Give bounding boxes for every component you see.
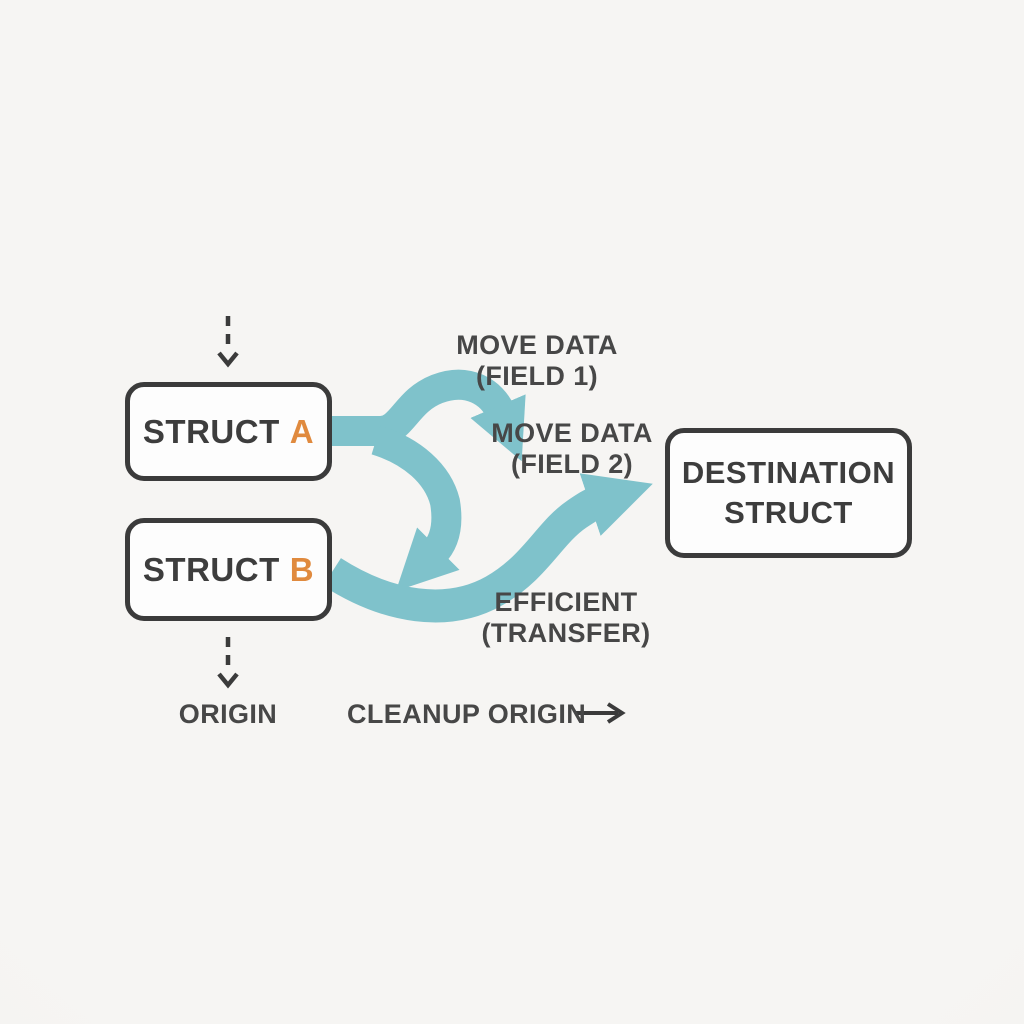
move-field1-annotation: MOVE DATA (FIELD 1) — [437, 330, 637, 392]
efficient-line2: (TRANSFER) — [481, 618, 651, 648]
efficient-line1: EFFICIENT — [494, 587, 638, 617]
move-field1-line1: MOVE DATA — [456, 330, 618, 360]
move-field1-line2: (FIELD 1) — [475, 361, 599, 391]
destination-line2: STRUCT — [724, 495, 853, 530]
move-field2-line2: (FIELD 2) — [510, 449, 634, 479]
move-field2-arrow-icon — [371, 425, 462, 592]
destination-line1: DESTINATION — [681, 455, 896, 490]
origin-label: ORIGIN — [178, 699, 278, 729]
transfer-arrow-icon — [323, 473, 653, 623]
destination-struct-node: DESTINATION STRUCT — [665, 428, 912, 558]
move-field1-arrow-icon — [332, 369, 526, 462]
outgoing-dashed-arrow-icon — [217, 637, 239, 689]
destination-struct-label: DESTINATION STRUCT — [682, 453, 895, 533]
struct-a-name: STRUCT — [142, 412, 280, 450]
incoming-dashed-arrow-icon — [217, 316, 239, 368]
struct-a-accent: A — [289, 412, 315, 450]
cleanup-right-arrow-icon — [576, 702, 626, 724]
struct-b-name: STRUCT — [142, 550, 280, 588]
struct-b-accent: B — [289, 550, 315, 588]
cleanup-origin-label: CLEANUP ORIGIN — [347, 699, 587, 729]
efficient-transfer-annotation: EFFICIENT (TRANSFER) — [466, 587, 666, 649]
move-field2-line1: MOVE DATA — [491, 418, 653, 448]
move-field2-annotation: MOVE DATA (FIELD 2) — [472, 418, 672, 480]
